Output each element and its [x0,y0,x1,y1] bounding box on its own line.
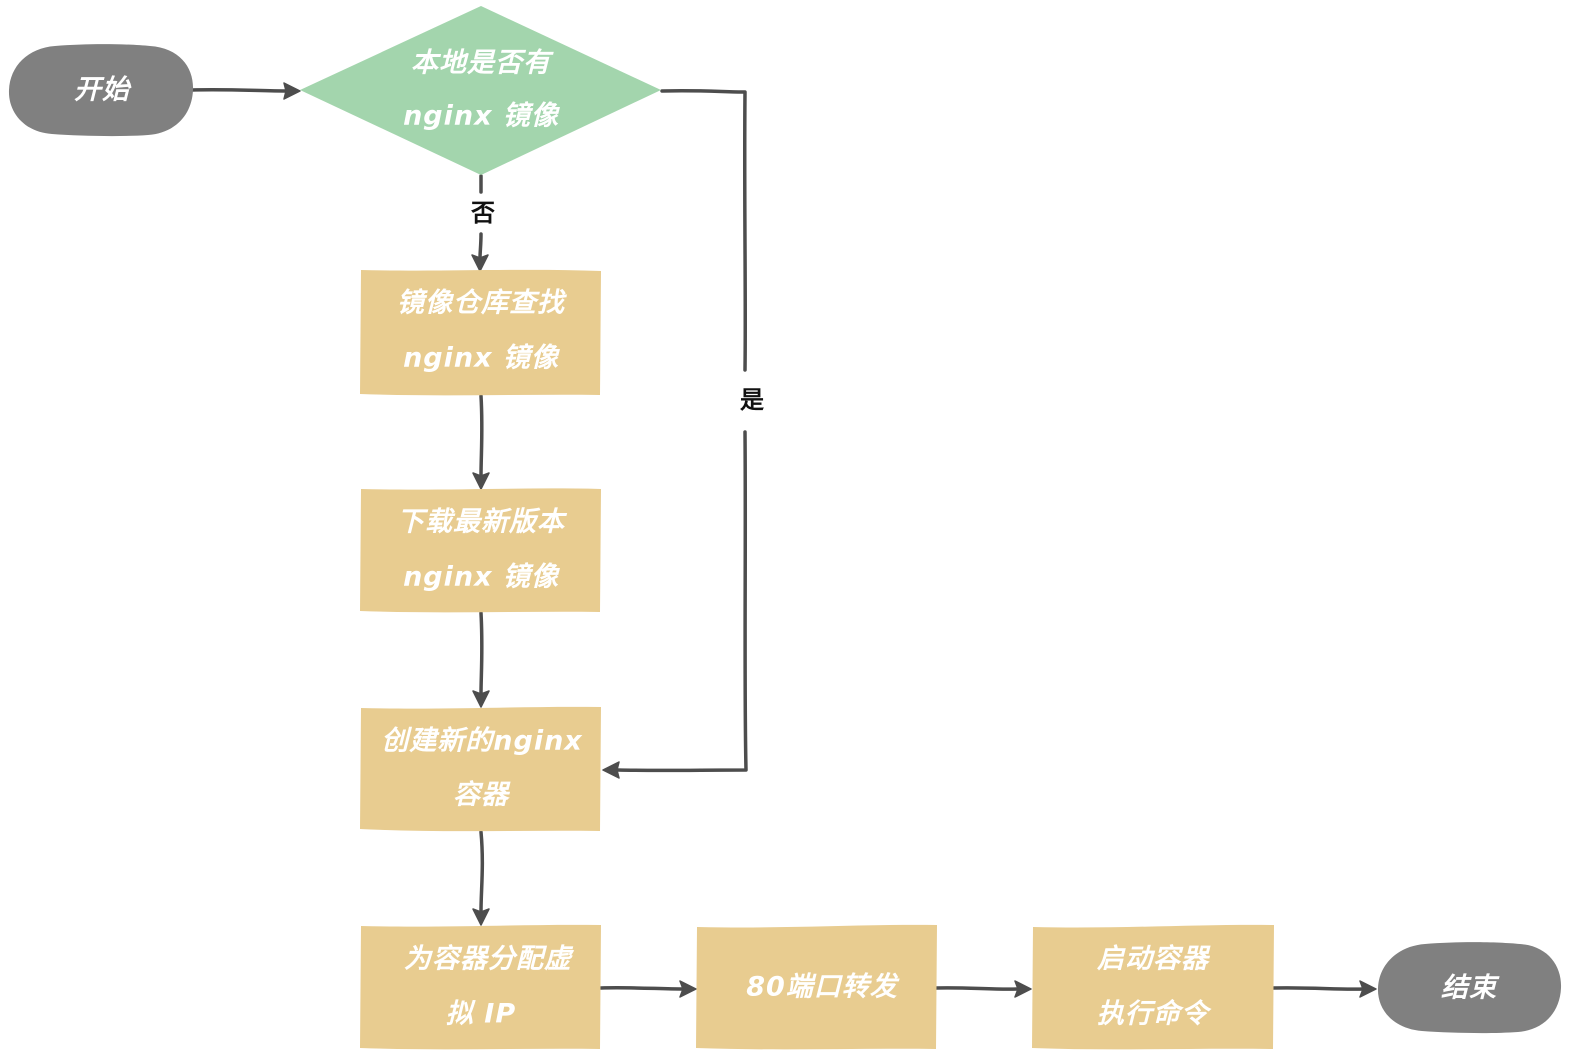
port-forward-node: 80端口转发 [696,924,937,1050]
arrowhead-download-to-create [472,690,490,708]
edge-decision-to-create-yes-lower [616,430,748,773]
decision-node: 本地是否有 nginx 镜像 [300,6,661,175]
edge-assign-to-port [599,985,685,991]
assign-ip-label-line1: 为容器分配虚 [404,944,575,975]
edge-decision-to-create-yes-upper [660,88,748,372]
start-container-node: 启动容器 执行命令 [1032,924,1274,1050]
assign-ip-node: 为容器分配虚 拟 IP [360,924,601,1050]
decision-label-line2: nginx 镜像 [403,101,561,132]
assign-ip-shape [360,924,601,1050]
create-container-node: 创建新的nginx 容器 [360,706,601,832]
edge-create-to-assign [479,830,485,913]
start-shape [8,44,194,137]
edge-port-to-start [934,986,1020,991]
edge-download-to-create [479,611,484,696]
download-shape [360,488,601,613]
start-container-label-line1: 启动容器 [1096,944,1211,975]
end-label: 结束 [1441,973,1500,1004]
search-repo-label-line1: 镜像仓库查找 [397,288,567,319]
start-container-label-line2: 执行命令 [1097,999,1212,1030]
create-container-label-line2: 容器 [453,780,511,811]
decision-shape [300,6,661,175]
create-container-label-line1: 创建新的nginx [381,726,583,757]
start-node: 开始 [8,44,194,137]
arrowhead-start-container-to-end [1359,980,1377,998]
port-forward-label: 80端口转发 [746,972,900,1003]
assign-ip-label-line2: 拟 IP [446,999,516,1030]
arrowhead-search-to-download [472,472,490,490]
edges [190,82,1377,998]
arrowhead-assign-to-port [679,980,697,998]
start-label: 开始 [74,75,132,106]
search-repo-node: 镜像仓库查找 nginx 镜像 [360,269,601,396]
end-shape [1377,942,1562,1034]
arrowhead-start-to-decision [283,82,301,100]
arrowhead-decision-to-search [471,254,489,272]
arrowhead-decision-to-create [602,761,620,779]
end-node: 结束 [1377,942,1562,1034]
download-node: 下载最新版本 nginx 镜像 [360,488,601,613]
decision-label-line1: 本地是否有 [411,48,554,79]
edge-label-no: 否 [470,199,495,227]
edge-label-yes: 是 [740,386,764,414]
arrowhead-port-to-start [1014,980,1032,998]
edge-start-to-decision [190,87,290,93]
edge-search-to-download [479,394,484,478]
arrowhead-create-to-assign [472,908,490,926]
search-repo-shape [360,269,601,396]
create-container-shape [360,706,601,832]
port-forward-shape [696,924,937,1050]
edge-decision-to-search-lower [478,232,483,260]
edge-start-container-to-end [1271,986,1364,991]
download-label-line1: 下载最新版本 [397,507,568,538]
download-label-line2: nginx 镜像 [403,562,561,593]
search-repo-label-line2: nginx 镜像 [403,343,561,374]
start-container-shape [1032,924,1274,1050]
